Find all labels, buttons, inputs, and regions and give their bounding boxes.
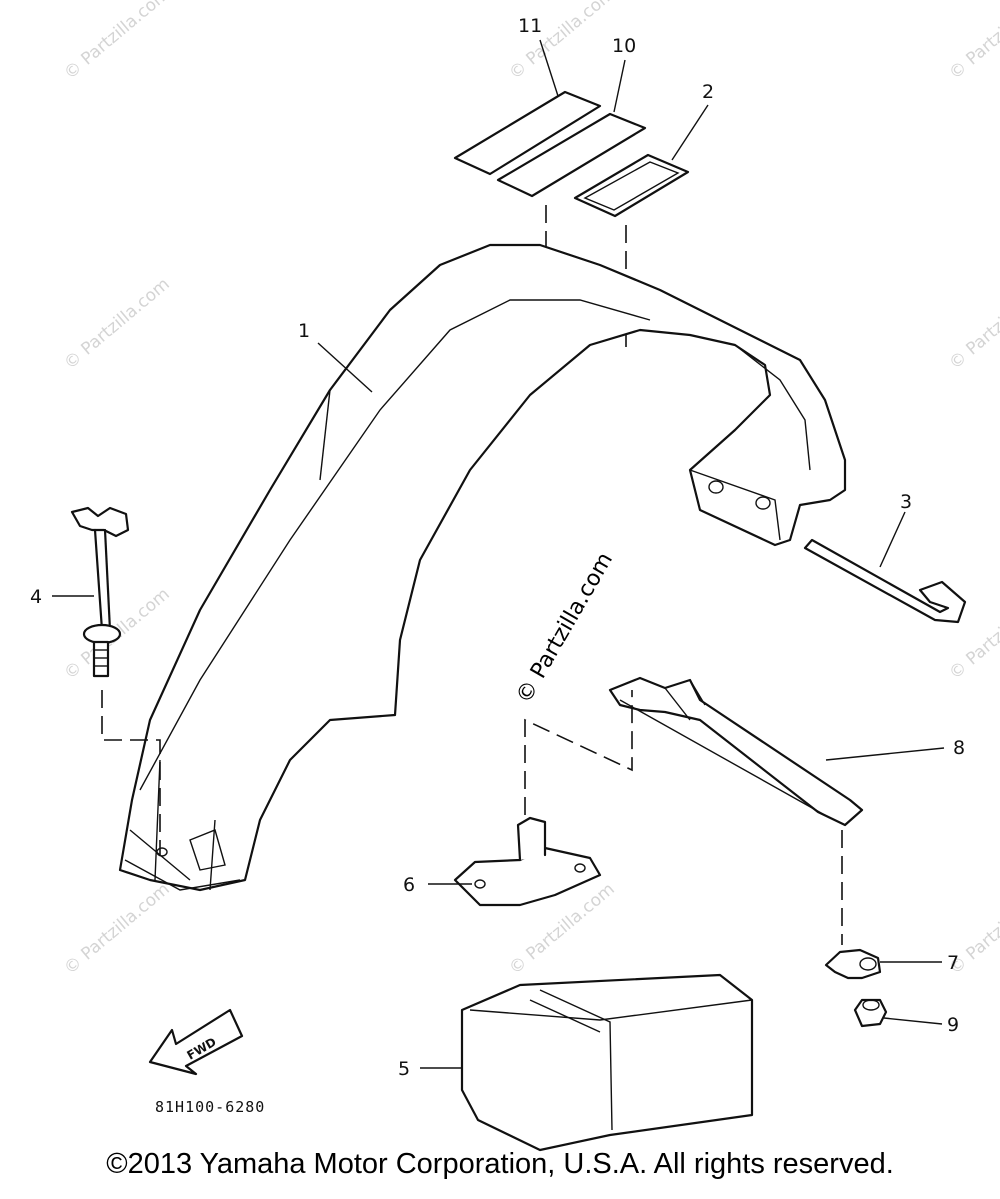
callout-1: 1 [298,320,310,342]
part-8-strap [608,676,864,827]
callout-10: 10 [612,35,636,57]
fwd-arrow-icon: FWD [148,1008,244,1076]
watermark: © Partzilla.com [60,0,173,84]
callout-7: 7 [947,952,959,974]
callout-labels: 11 10 2 1 3 4 8 6 7 9 5 [30,15,965,1080]
part-9-grommet [853,998,888,1028]
part-3-l-rod [803,538,967,624]
callout-5: 5 [398,1058,410,1080]
callout-3: 3 [900,491,912,513]
watermark: © Partzilla.com [945,274,1000,374]
callout-4: 4 [30,586,42,608]
callout-2: 2 [702,81,714,103]
part-4-wing-bolt [70,506,130,678]
callout-9: 9 [947,1014,959,1036]
part-5-cover-box [460,973,754,1152]
callout-8: 8 [953,737,965,759]
callout-6: 6 [403,874,415,896]
label-strips [453,90,690,218]
callout-11: 11 [518,15,542,37]
part-7-clip [824,948,882,980]
watermark: © Partzilla.com [60,879,173,979]
watermark: © Partzilla.com [60,274,173,374]
watermark-center: © Partzilla.com [512,548,619,708]
watermark: © Partzilla.com [945,0,1000,84]
part-1-fender [118,243,847,892]
callout-leaders [52,39,945,1069]
part-code: 81H100-6280 [155,1098,265,1116]
watermark: © Partzilla.com [505,0,618,84]
part-6-bracket [453,816,602,907]
copyright-text: ©2013 Yamaha Motor Corporation, U.S.A. A… [106,1148,894,1180]
